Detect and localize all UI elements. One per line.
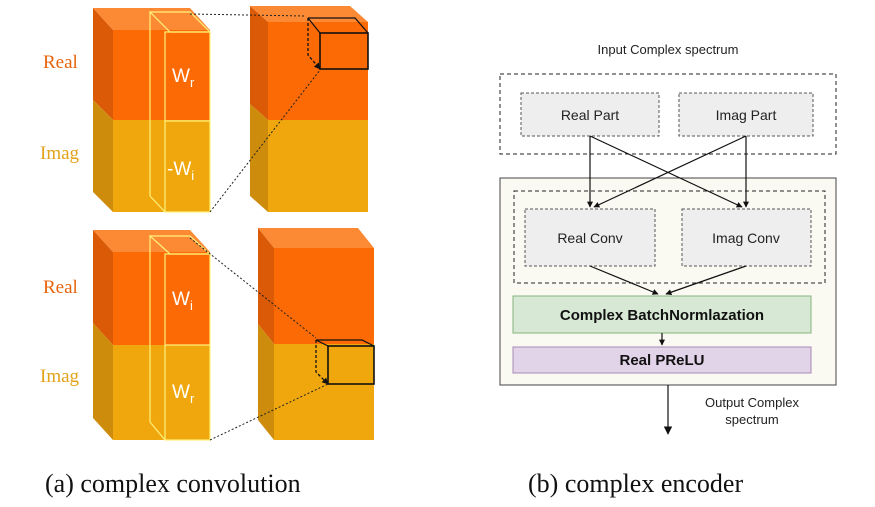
imag-part-label: Imag Part (716, 107, 777, 123)
batchnorm-box (512, 295, 812, 334)
bottom-real-label: Real (43, 277, 78, 298)
input-label: Input Complex spectrum (598, 42, 739, 57)
imag-part-box (678, 92, 814, 137)
real-block-front (113, 30, 210, 120)
bottom-projection-lines (189, 237, 329, 441)
top-imag-label: Imag (40, 143, 80, 164)
top-projection-lines (189, 13, 321, 213)
kernel-neg-w-i-label: -Wi (167, 159, 194, 183)
imag-block-front (113, 120, 210, 212)
caption-complex-encoder: (b) complex encoder (528, 469, 743, 498)
real-block-side (93, 8, 113, 120)
real-conv-box (524, 208, 656, 267)
output-patch (327, 345, 375, 385)
output-patch (319, 32, 369, 70)
imag-conv-label: Imag Conv (712, 230, 780, 246)
top-real-label: Real (43, 52, 78, 73)
prelu-label: Real PReLU (619, 352, 704, 369)
arrow-imagconv-batchnorm (665, 265, 747, 296)
real-part-box (520, 92, 660, 137)
top-left-stack: Real Imag Wr -Wi (40, 8, 212, 213)
kernel-outline (148, 11, 212, 213)
output-label-line1: Output Complex (705, 395, 799, 410)
top-right-output-stack (250, 6, 369, 212)
imag-conv-box (681, 208, 812, 267)
kernel-w-i-label: Wi (172, 289, 193, 313)
prelu-box (512, 346, 812, 374)
real-conv-label: Real Conv (557, 230, 622, 246)
arrow-realpart-imagconv (589, 135, 743, 208)
output-label-line2: spectrum (725, 412, 778, 427)
bottom-right-output-stack (258, 228, 375, 440)
arrow-imagpart-realconv (593, 135, 747, 208)
real-block-top (93, 8, 210, 30)
input-container (499, 73, 837, 155)
kernel-w-r-label: Wr (172, 66, 195, 90)
encoder-arrows (587, 135, 749, 435)
bottom-left-stack: Real Imag Wi Wr (40, 230, 212, 441)
conv-dashed-group (513, 190, 826, 284)
imag-block-side (93, 100, 113, 212)
batchnorm-label: Complex BatchNormlazation (560, 307, 764, 324)
bottom-imag-label: Imag (40, 366, 80, 387)
arrow-realconv-batchnorm (589, 265, 659, 295)
real-part-label: Real Part (561, 107, 619, 123)
kernel-w-r-label: Wr (172, 382, 195, 406)
caption-complex-convolution: (a) complex convolution (45, 469, 301, 498)
